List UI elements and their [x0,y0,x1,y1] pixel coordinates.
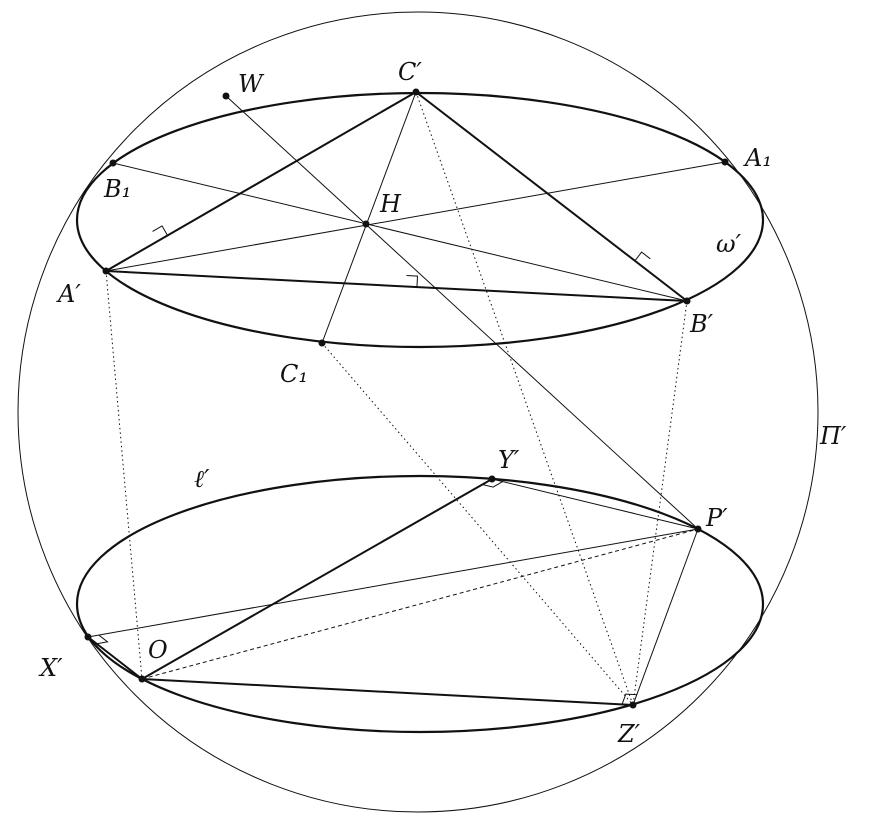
segment-P-Z [632,528,699,706]
point-A [102,267,110,275]
label-B1: B₁ [103,175,131,203]
point-A1 [721,158,729,166]
label-X: X′ [38,654,63,682]
segment-C-B [415,91,688,302]
point-H [362,220,370,228]
point-X [84,633,92,641]
label-Z: Z′ [617,720,641,748]
right-angle-mark-ca [152,225,168,236]
label-O: O [148,636,168,664]
label-sphere: Π′ [819,422,847,450]
point-Y [488,475,496,483]
segment-A-O [105,270,143,680]
segment-O-Y [141,478,493,680]
point-P [694,525,702,533]
segment-C-C1 [321,91,417,344]
label-A: A′ [56,280,81,308]
point-C [412,88,420,96]
right-angle-mark-x [96,634,109,645]
segment-Y-P [491,478,699,530]
label-C: C′ [398,58,422,86]
label-W: W [238,70,265,98]
segment-C-Z [415,91,634,706]
right-angle-mark-z [621,693,637,705]
sphere-outline [17,11,819,813]
segment-X-P [87,528,699,638]
segment-C-A [105,91,417,272]
ellipse-ell [75,474,765,734]
segment-A-B [105,270,688,302]
point-B1 [109,159,117,167]
point-W [222,92,230,100]
right-angle-mark-y [482,481,503,488]
segment-O-Z [141,678,634,706]
segment-B-Z [632,300,688,706]
right-angle-mark-cb [634,251,651,262]
label-H: H [379,190,402,218]
point-Z [629,701,637,709]
point-C1 [318,339,326,347]
ellipse-omega [75,91,765,349]
segment-A1-A [105,161,726,272]
label-A1: A₁ [743,144,772,172]
right-angle-mark-ab [406,275,419,288]
label-C1: C₁ [280,360,308,388]
segment-O-P [141,528,699,680]
segment-W-P [225,95,699,530]
label-Y: Y′ [498,446,520,474]
label-omega: ω′ [716,230,742,258]
point-O [138,675,146,683]
segment-C1-Z [321,342,634,706]
segment-B1-B [112,162,688,302]
point-B [683,297,691,305]
label-P: P′ [705,504,728,532]
label-B: B′ [689,310,714,338]
label-ell: ℓ′ [194,465,210,493]
